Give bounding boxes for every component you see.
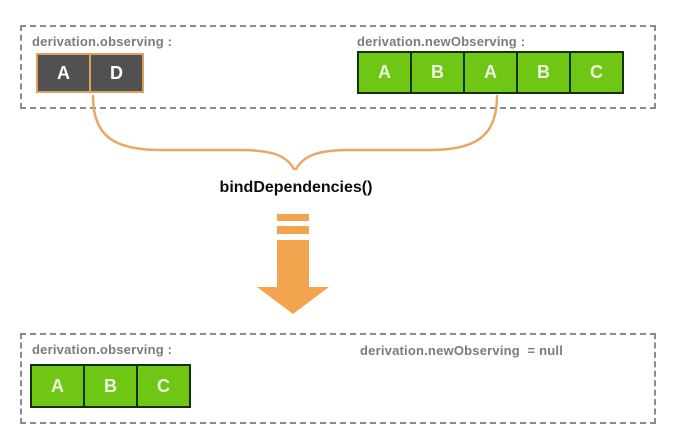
down-arrow-icon: [257, 214, 329, 314]
array-item-box: A: [357, 51, 412, 94]
array-item-box: A: [36, 53, 91, 93]
array-item-box: C: [569, 51, 624, 94]
array-item-box: B: [83, 364, 138, 408]
array-item-box: C: [136, 364, 191, 408]
bottom-observing-label: derivation.observing :: [32, 342, 173, 357]
bottom-new-observing-null-label: derivation.newObserving = null: [360, 343, 564, 358]
top-new-observing-label: derivation.newObserving :: [357, 34, 526, 49]
function-call-label: bindDependencies(): [219, 179, 373, 196]
array-item-box: B: [516, 51, 571, 94]
array-item-box: A: [30, 364, 85, 408]
array-item-box: B: [410, 51, 465, 94]
array-item-box: D: [89, 53, 144, 93]
array-item-box: A: [463, 51, 518, 94]
top-observing-label: derivation.observing :: [32, 34, 173, 49]
